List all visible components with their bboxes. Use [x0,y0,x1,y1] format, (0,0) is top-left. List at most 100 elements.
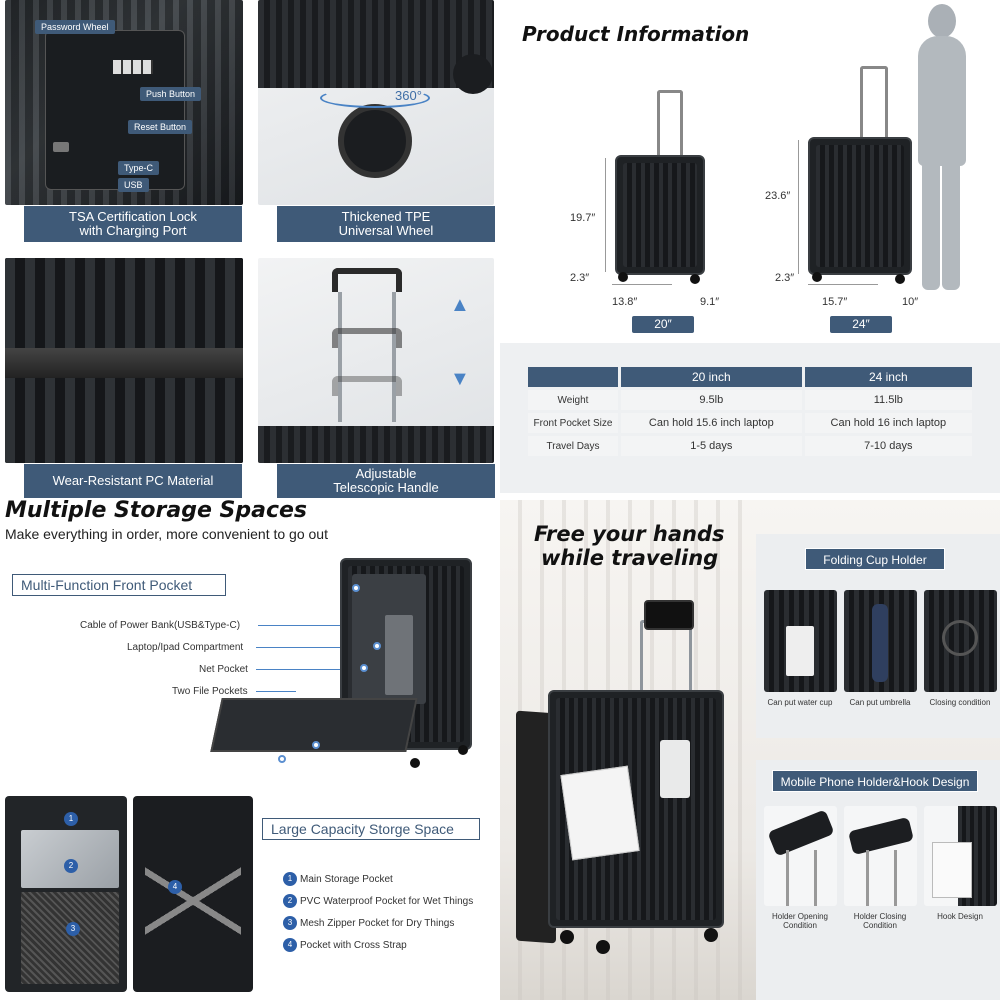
table-row: Front Pocket Size Can hold 15.6 inch lap… [528,413,972,433]
material-caption: Wear-Resistant PC Material [24,464,242,498]
small-suitcase [615,155,705,275]
callout-push-button: Push Button [140,87,202,101]
cup-holder-title: Folding Cup Holder [805,548,945,570]
password-wheel-icon [113,60,153,74]
spec-table: 20 inch 24 inch Weight 9.5lb 11.5lb Fron… [525,364,975,459]
handle-caption: Adjustable Telescopic Handle [277,464,495,498]
cup-icon [660,740,690,798]
list-item: PVC Waterproof Pocket for Wet Things [300,896,474,907]
tsa-caption-line1: TSA Certification Lock [69,209,197,224]
front-pocket-item: Net Pocket [199,664,248,675]
wheel-caption-line2: Universal Wheel [338,223,434,238]
tsa-caption-line2: with Charging Port [79,223,187,238]
large-wheel-height: 2.3″ [775,272,795,284]
phone-caption-line: Condition [863,921,897,930]
usb-port-icon [53,142,69,152]
storage-subtitle: Make everything in order, more convenien… [5,526,328,542]
spec-row-label: Front Pocket Size [528,413,618,433]
small-size-tag: 20″ [632,316,694,333]
product-info-title: Product Information [522,22,750,46]
compartment-marker: 1 [64,812,78,826]
small-suitcase-handle [657,90,683,156]
callout-type-c: Type-C [118,161,160,175]
callout-password-wheel: Password Wheel [35,20,115,34]
large-suitcase-handle [860,66,888,138]
lifestyle-handle [640,620,692,692]
gift-bag [560,765,640,861]
front-pocket-item: Laptop/Ipad Compartment [127,642,244,653]
storage-title: Multiple Storage Spaces [5,498,308,523]
wheel-photo [258,0,494,205]
cup-caption: Closing condition [929,698,991,707]
hook-image [924,806,997,906]
list-item: Pocket with Cross Strap [300,940,407,951]
spec-row-label: Travel Days [528,436,618,456]
large-size-tag: 24″ [830,316,892,333]
list-item-number: 3 [283,916,297,930]
phone-caption-line: Hook Design [937,912,983,921]
spec-header-row: 20 inch 24 inch [528,367,972,387]
spec-row-label: Weight [528,390,618,410]
wheel-icon [338,104,412,178]
phone-caption-line: Condition [783,921,817,930]
table-row: Travel Days 1-5 days 7-10 days [528,436,972,456]
phone-icon [644,600,694,630]
arrow-down-icon: ▼ [450,368,470,390]
phone-holder-image-closed [844,806,917,906]
table-row: Weight 9.5lb 11.5lb [528,390,972,410]
small-height: 19.7″ [570,212,596,224]
callout-reset-button: Reset Button [128,120,193,134]
large-height: 23.6″ [765,190,791,202]
large-depth: 10″ [902,296,919,308]
spec-cell: 7-10 days [804,436,972,456]
spec-cell: 1-5 days [621,436,802,456]
phone-caption-line: Holder Opening [771,912,829,921]
tsa-lock-photo [5,0,243,205]
arrow-up-icon: ▲ [450,294,470,316]
phone-caption-line: Holder Closing [853,912,907,921]
phone-holder-title: Mobile Phone Holder&Hook Design [772,770,978,792]
compartment-marker: 3 [66,922,80,936]
rotation-arrow-icon [320,88,430,108]
spec-cell: Can hold 16 inch laptop [804,413,972,433]
phone-caption: Holder Opening Condition [762,912,838,930]
list-item-number: 1 [283,872,297,886]
rotation-label: 360° [395,88,422,103]
front-pocket-item: Two File Pockets [172,686,248,697]
free-hands-line2: while traveling [541,546,719,570]
spec-cell: Can hold 15.6 inch laptop [621,413,802,433]
phone-caption: Hook Design [922,912,998,921]
handle-caption-line1: Adjustable [355,466,417,481]
list-item-number: 2 [283,894,297,908]
cup-caption: Can put umbrella [849,698,911,707]
wheel-caption-line1: Thickened TPE [341,209,431,224]
cup-holder-image-umbrella [844,590,917,692]
compartment-marker: 4 [168,880,182,894]
small-wheel-height: 2.3″ [570,272,590,284]
small-width: 13.8″ [612,296,638,308]
small-depth: 9.1″ [700,296,720,308]
large-capacity-title: Large Capacity Storge Space [262,818,480,840]
tsa-lock-caption: TSA Certification Lock with Charging Por… [24,206,242,242]
callout-usb: USB [118,178,149,192]
list-item-number: 4 [283,938,297,952]
handle-caption-line2: Telescopic Handle [333,480,439,495]
spec-header-20: 20 inch [621,367,802,387]
spec-cell: 11.5lb [804,390,972,410]
handle-photo: ▲ ▼ [258,258,494,463]
cup-caption: Can put water cup [767,698,833,707]
compartment-marker: 2 [64,859,78,873]
front-pocket-title: Multi-Function Front Pocket [12,574,226,596]
front-pocket-item: Cable of Power Bank(USB&Type-C) [80,620,241,631]
open-suitcase [5,796,253,992]
spec-cell: 9.5lb [621,390,802,410]
list-item: Mesh Zipper Pocket for Dry Things [300,918,455,929]
list-item: Main Storage Pocket [300,874,393,885]
free-hands-line1: Free your hands [534,522,725,546]
material-photo [5,258,243,463]
person-silhouette [900,0,990,300]
phone-caption: Holder Closing Condition [842,912,918,930]
spec-header-24: 24 inch [804,367,972,387]
spec-header-empty [528,367,618,387]
cup-holder-image-closed [924,590,997,692]
